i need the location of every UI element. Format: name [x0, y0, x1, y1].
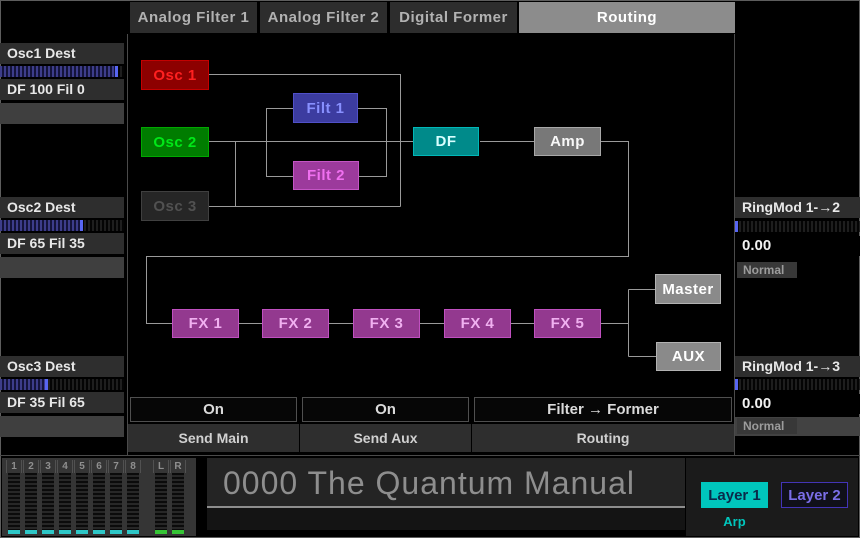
meter-label-8: 8	[125, 460, 141, 473]
osc2-dest-slider-marker	[80, 220, 84, 231]
ringmod-1-3-mode-badge[interactable]: Normal	[737, 418, 797, 434]
tab-routing[interactable]: Routing	[519, 2, 735, 33]
meter-label-3: 3	[40, 460, 56, 473]
patch-title-block: 0000 The Quantum Manual	[207, 458, 685, 530]
node-osc2[interactable]: Osc 2	[141, 127, 209, 157]
meter-8	[127, 473, 139, 534]
node-fx5[interactable]: FX 5	[534, 309, 601, 338]
node-osc3[interactable]: Osc 3	[141, 191, 209, 221]
meter-1	[8, 473, 20, 534]
meter-l	[155, 473, 167, 534]
layer-button-layer-2[interactable]: Layer 2	[781, 482, 848, 508]
meter-label-r: R	[170, 460, 186, 473]
osc1-dest-empty-slot	[0, 103, 124, 124]
node-osc1[interactable]: Osc 1	[141, 60, 209, 90]
ringmod-1-3-label: RingMod 1-→3	[735, 356, 860, 377]
param-value-send-main[interactable]: On	[130, 397, 297, 422]
layer-panel: Arp Layer 1 Layer 2	[686, 458, 858, 536]
osc1-dest-value: DF 100 Fil 0	[0, 79, 124, 100]
osc3-dest-slider-marker	[45, 379, 49, 390]
meter-6	[93, 473, 105, 534]
meter-6-level	[93, 530, 105, 534]
meter-4	[59, 473, 71, 534]
node-fx3[interactable]: FX 3	[353, 309, 420, 338]
patch-title[interactable]: 0000 The Quantum Manual	[207, 458, 685, 508]
meter-8-level	[127, 530, 139, 534]
node-fx4[interactable]: FX 4	[444, 309, 511, 338]
tab-analog-filter-1[interactable]: Analog Filter 1	[130, 2, 257, 33]
node-df[interactable]: DF	[413, 127, 479, 156]
node-amp[interactable]: Amp	[534, 127, 601, 156]
param-label-routing: Routing	[472, 424, 734, 452]
meter-5-level	[76, 530, 88, 534]
meter-2-level	[25, 530, 37, 534]
bottom-divider	[0, 455, 860, 456]
node-filt1[interactable]: Filt 1	[293, 93, 358, 123]
osc3-dest-empty-slot	[0, 416, 124, 437]
ringmod-1-2-label: RingMod 1-→2	[735, 197, 860, 218]
node-fx1[interactable]: FX 1	[172, 309, 239, 338]
osc3-dest-slider[interactable]	[0, 379, 124, 390]
osc1-dest-label: Osc1 Dest	[0, 43, 124, 64]
meter-3-level	[42, 530, 54, 534]
meter-label-2: 2	[23, 460, 39, 473]
layer-button-layer-1[interactable]: Layer 1	[701, 482, 768, 508]
osc1-dest-slider[interactable]	[0, 66, 124, 77]
osc2-dest-slider[interactable]	[0, 220, 124, 231]
meter-2	[25, 473, 37, 534]
tab-analog-filter-2[interactable]: Analog Filter 2	[260, 2, 387, 33]
param-label-send-aux: Send Aux	[300, 424, 471, 452]
osc2-dest-empty-slot	[0, 257, 124, 278]
meter-7	[110, 473, 122, 534]
tab-digital-former[interactable]: Digital Former	[390, 2, 517, 33]
osc2-dest-label: Osc2 Dest	[0, 197, 124, 218]
right-divider	[734, 34, 735, 455]
osc3-dest-value: DF 35 Fil 65	[0, 392, 124, 413]
ringmod-1-2-value: 0.00	[735, 236, 860, 256]
meter-1-level	[8, 530, 20, 534]
osc2-dest-slider-fill	[0, 220, 84, 231]
ringmod-1-3-value: 0.00	[735, 394, 860, 414]
node-fx2[interactable]: FX 2	[262, 309, 329, 338]
meter-r-level	[172, 530, 184, 534]
arp-label: Arp	[723, 514, 746, 529]
meter-label-7: 7	[108, 460, 124, 473]
ringmod-1-3-slider-marker	[735, 379, 738, 390]
param-value-send-aux[interactable]: On	[302, 397, 469, 422]
osc1-dest-slider-fill	[0, 66, 118, 77]
meter-label-6: 6	[91, 460, 107, 473]
ringmod-1-3-slider[interactable]	[735, 379, 860, 390]
param-label-send-main: Send Main	[128, 424, 299, 452]
osc2-dest-value: DF 65 Fil 35	[0, 233, 124, 254]
node-master[interactable]: Master	[655, 274, 721, 304]
meter-3	[42, 473, 54, 534]
meter-label-1: 1	[6, 460, 22, 473]
meter-label-4: 4	[57, 460, 73, 473]
meter-4-level	[59, 530, 71, 534]
osc3-dest-slider-fill	[0, 379, 49, 390]
param-value-routing[interactable]: Filter → Former	[474, 397, 732, 422]
node-aux[interactable]: AUX	[656, 342, 721, 371]
meter-5	[76, 473, 88, 534]
ringmod-1-2-mode-badge[interactable]: Normal	[737, 262, 797, 278]
osc3-dest-label: Osc3 Dest	[0, 356, 124, 377]
ringmod-1-2-slider[interactable]	[735, 221, 860, 232]
meter-l-level	[155, 530, 167, 534]
osc1-dest-slider-marker	[114, 66, 118, 77]
node-filt2[interactable]: Filt 2	[293, 161, 359, 190]
meter-7-level	[110, 530, 122, 534]
meter-label-l: L	[153, 460, 169, 473]
ringmod-1-2-slider-marker	[735, 221, 738, 232]
meter-label-5: 5	[74, 460, 90, 473]
left-divider	[127, 34, 128, 455]
meter-r	[172, 473, 184, 534]
